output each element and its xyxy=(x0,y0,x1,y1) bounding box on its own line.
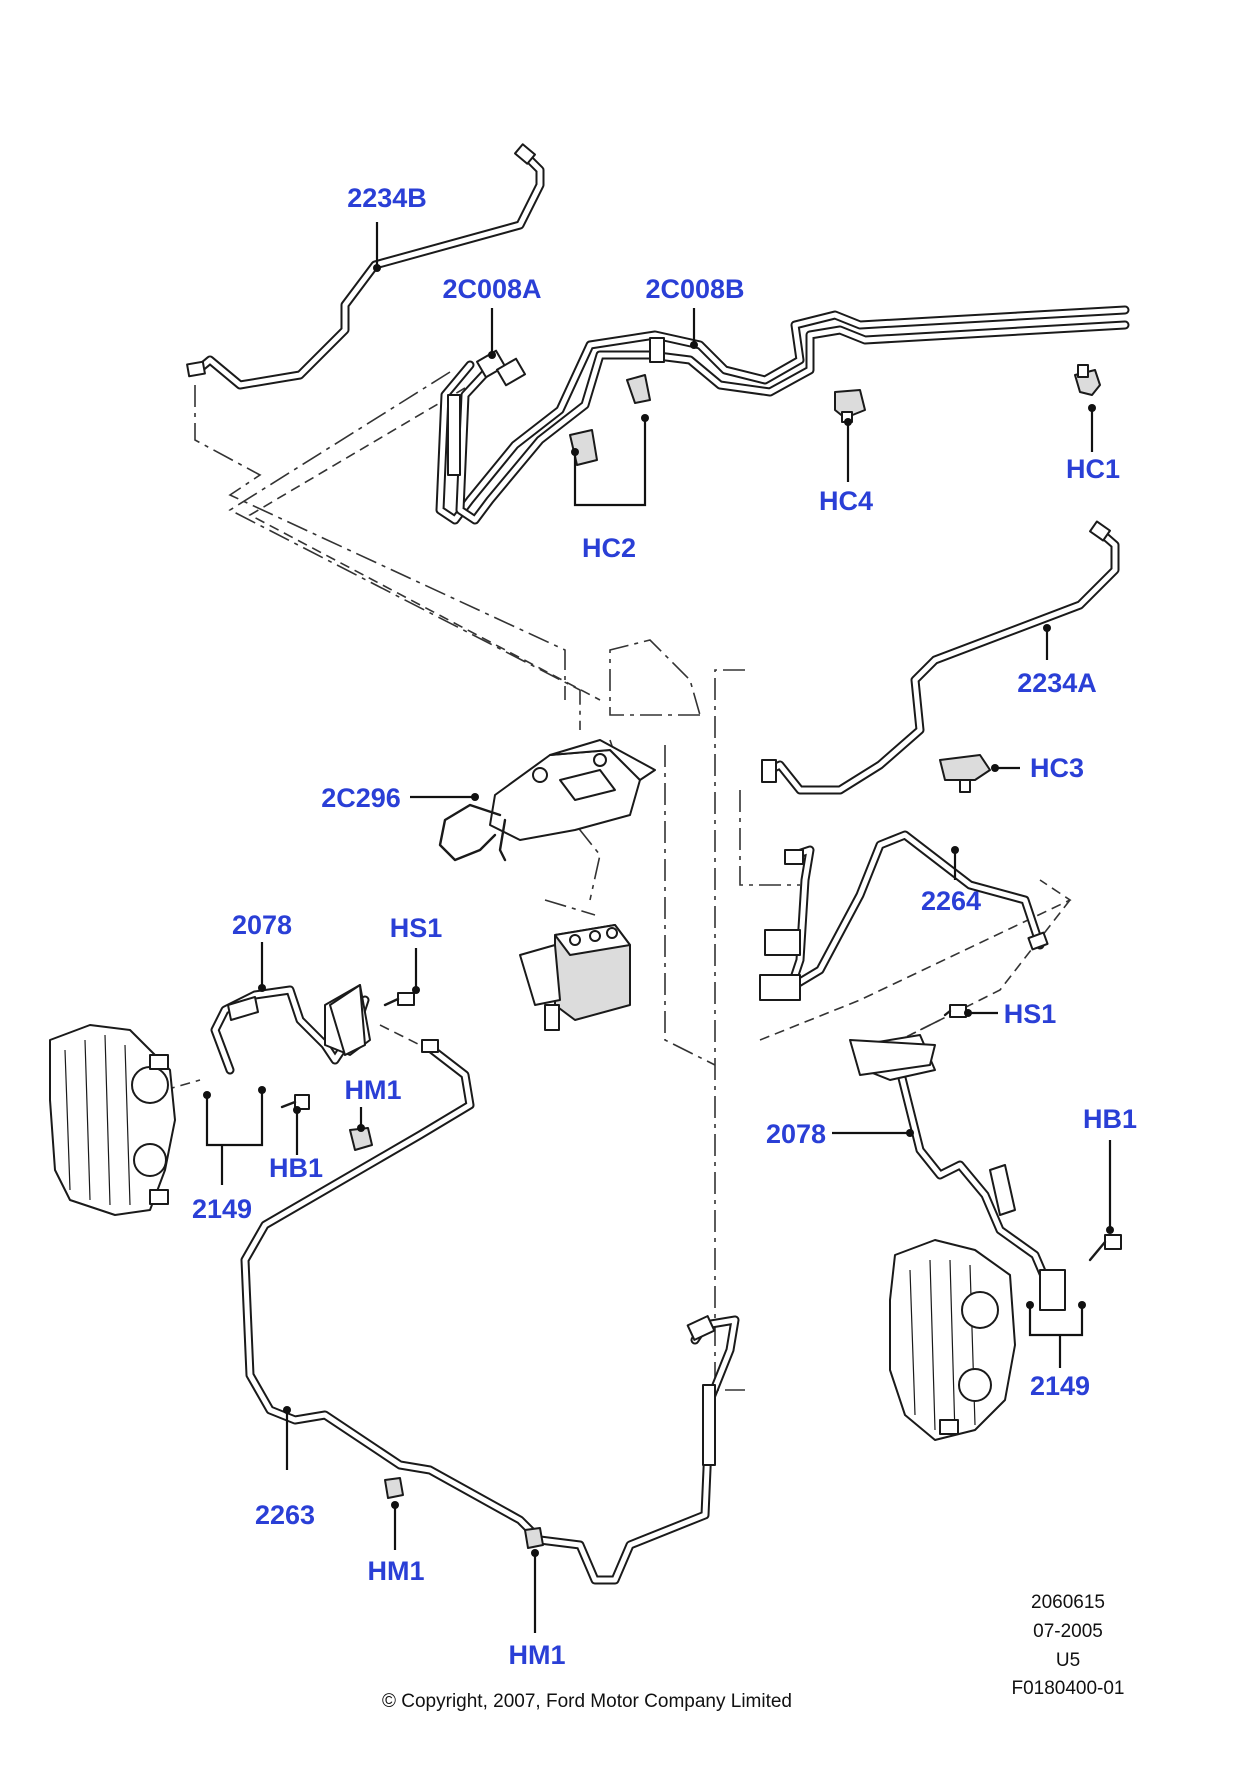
brake-caliper-right xyxy=(889,1239,1016,1441)
abs-bracket-2C296 xyxy=(438,739,656,862)
clip-hc3 xyxy=(939,754,991,793)
drawing-revision: U5 xyxy=(1056,1650,1080,1671)
clip-hc2-upper xyxy=(626,374,651,404)
copyright-notice: © Copyright, 2007, Ford Motor Company Li… xyxy=(382,1691,792,1712)
components xyxy=(49,364,1122,1549)
callout-2234B: 2234B xyxy=(347,183,427,213)
abs-modulator xyxy=(519,924,631,1031)
callout-2C008A: 2C008A xyxy=(442,274,541,304)
callout-labels: 2234B 2C008A 2C008B HC1 HC4 HC2 2234A HC… xyxy=(192,183,1137,1670)
bolt-hb1-left xyxy=(280,1094,310,1110)
footer: 2060615 07-2005 U5 F0180400-01 © Copyrig… xyxy=(382,1592,1125,1712)
brake-pipe-2264 xyxy=(759,830,1049,1001)
brake-pipe-2234B xyxy=(186,143,545,390)
callout-HC2: HC2 xyxy=(582,533,636,563)
callout-HB1-right: HB1 xyxy=(1083,1104,1137,1134)
brake-caliper-left xyxy=(49,1024,176,1216)
callout-HM1-bottom-2: HM1 xyxy=(508,1640,565,1670)
bolt-hs1-left xyxy=(383,992,415,1007)
callout-HC4: HC4 xyxy=(819,486,873,516)
callout-2C008B: 2C008B xyxy=(645,274,744,304)
callout-2078-right: 2078 xyxy=(766,1119,826,1149)
callout-2C296: 2C296 xyxy=(321,783,401,813)
bolt-hb1-right xyxy=(1088,1234,1122,1262)
callout-HM1-left: HM1 xyxy=(344,1075,401,1105)
callout-HC3: HC3 xyxy=(1030,753,1084,783)
callout-HS1-right: HS1 xyxy=(1004,999,1057,1029)
callout-HS1-left: HS1 xyxy=(390,913,443,943)
brake-pipe-2234A xyxy=(761,520,1120,795)
hose-bracket-left xyxy=(329,984,366,1056)
callout-2264: 2264 xyxy=(921,886,981,916)
leader-lines xyxy=(203,222,1114,1633)
callout-HB1-left: HB1 xyxy=(269,1153,323,1183)
callout-2149-left: 2149 xyxy=(192,1194,252,1224)
hose-bracket-right xyxy=(849,1039,936,1076)
drawing-number: 2060615 xyxy=(1031,1592,1105,1613)
clip-hm1-bottom-2 xyxy=(524,1527,544,1549)
figure-id: F0180400-01 xyxy=(1011,1678,1124,1699)
callout-2263: 2263 xyxy=(255,1500,315,1530)
callout-2149-right: 2149 xyxy=(1030,1371,1090,1401)
callout-HC1: HC1 xyxy=(1066,454,1120,484)
clip-hm1-bottom-1 xyxy=(384,1477,404,1499)
brake-pipe-2263 xyxy=(240,1039,740,1585)
callout-HM1-bottom-1: HM1 xyxy=(367,1556,424,1586)
routing-lines xyxy=(164,371,1072,1391)
drawing-date: 07-2005 xyxy=(1033,1621,1103,1642)
bolt-hs1-right xyxy=(943,1004,967,1018)
clip-hc1 xyxy=(1074,364,1101,396)
callout-2078-left: 2078 xyxy=(232,910,292,940)
brake-pipes xyxy=(186,143,1130,1585)
brake-pipe-bundle-2C008 xyxy=(435,305,1130,525)
callout-2234A: 2234A xyxy=(1017,668,1097,698)
clip-hc4 xyxy=(834,389,866,423)
